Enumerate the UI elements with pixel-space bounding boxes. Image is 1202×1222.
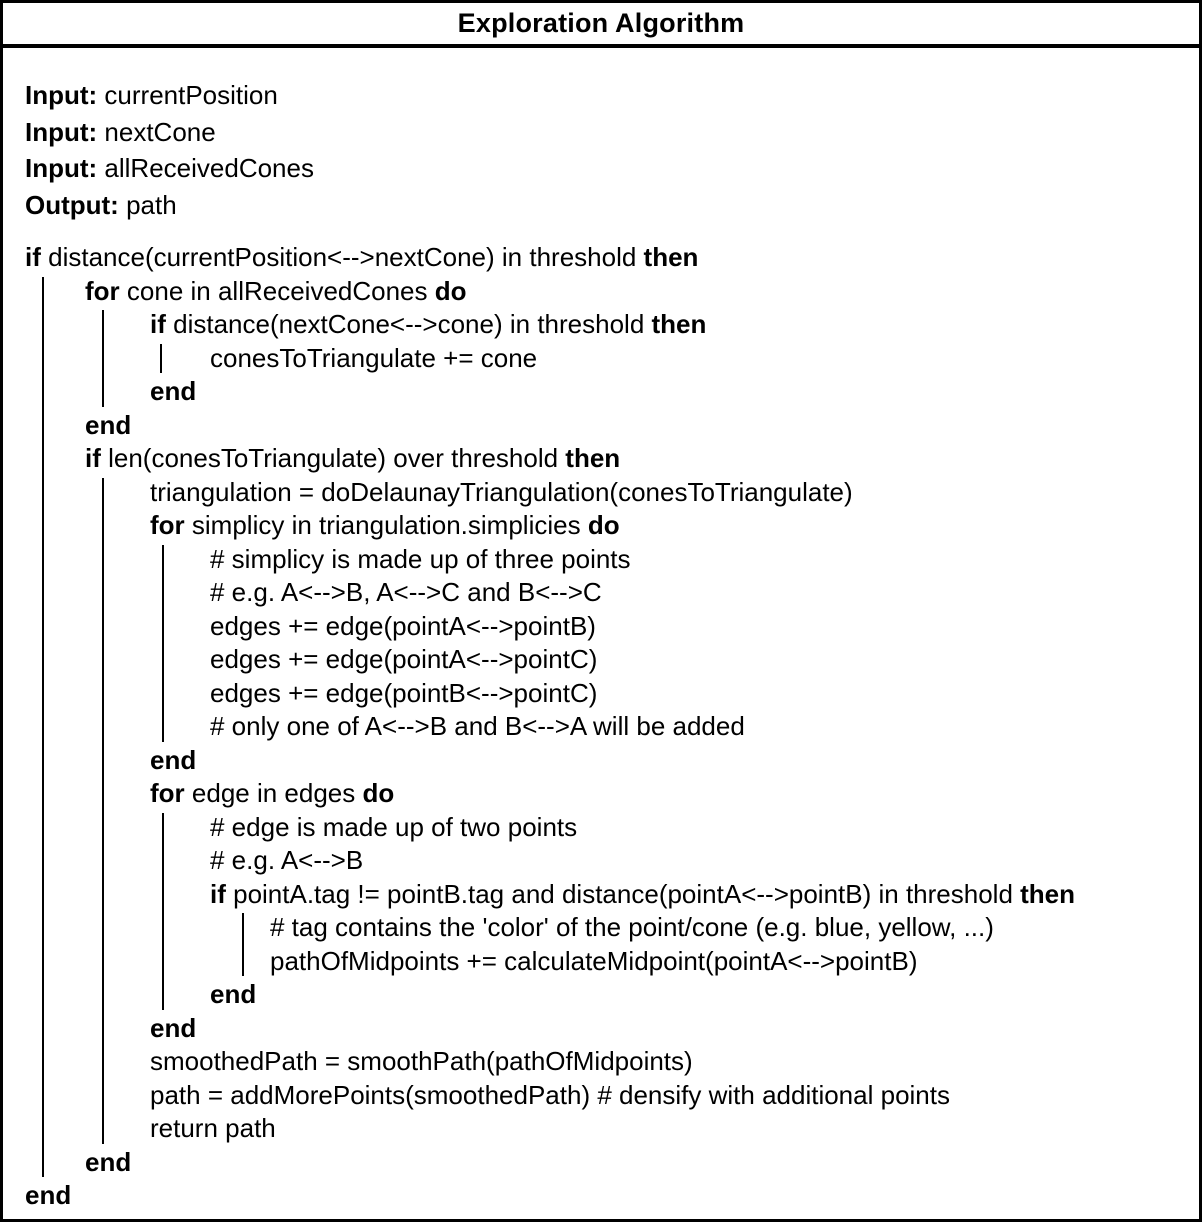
code-line: end <box>150 375 196 409</box>
code-text: # only one of A<-->B and B<-->A will be … <box>210 711 745 741</box>
code-line: # e.g. A<-->B <box>210 844 363 878</box>
code-line: end <box>150 1012 196 1046</box>
code-text: cone in allReceivedCones <box>119 275 435 306</box>
code-text: edges += edge(pointB<-->pointC) <box>210 677 598 708</box>
keyword-text: then <box>565 443 621 473</box>
keyword-text: end <box>150 744 197 775</box>
code-text: edges += edge(pointA<-->pointB) <box>210 610 596 641</box>
keyword-text: end <box>150 376 197 406</box>
keyword-text: if <box>150 309 166 339</box>
scope-indent-line <box>242 913 244 976</box>
code-line: if len(conesToTriangulate) over threshol… <box>85 442 620 476</box>
keyword-text: if <box>210 878 226 909</box>
code-line: for edge in edges do <box>150 777 394 811</box>
keyword-text: then <box>651 309 707 339</box>
code-line: # edge is made up of two points <box>210 811 577 845</box>
code-line: triangulation = doDelaunayTriangulation(… <box>150 476 853 510</box>
code-text: currentPosition <box>97 80 278 110</box>
code-text: # e.g. A<-->B, A<-->C and B<-->C <box>210 577 602 607</box>
code-line: smoothedPath = smoothPath(pathOfMidpoint… <box>150 1045 693 1079</box>
code-line: # only one of A<-->B and B<-->A will be … <box>210 710 745 744</box>
code-text: return path <box>150 1113 276 1143</box>
code-text: path = addMorePoints(smoothedPath) # den… <box>150 1079 950 1110</box>
scope-indent-line <box>162 544 164 742</box>
keyword-text: do <box>434 275 467 306</box>
code-text: distance(currentPosition<-->nextCone) in… <box>40 242 644 272</box>
scope-indent-line <box>42 276 44 1177</box>
code-line: for simplicy in triangulation.simplicies… <box>150 509 620 543</box>
code-line: end <box>85 409 131 443</box>
code-line: edges += edge(pointB<-->pointC) <box>210 677 597 711</box>
code-text: pointA.tag != pointB.tag and distance(po… <box>225 878 1021 909</box>
code-text: pathOfMidpoints += calculateMidpoint(poi… <box>270 945 918 976</box>
keyword-text: for <box>150 778 185 808</box>
code-line: # tag contains the 'color' of the point/… <box>270 911 994 945</box>
scope-indent-line <box>102 477 104 1144</box>
code-text: simplicy in triangulation.simplicies <box>184 510 588 540</box>
scope-indent-line <box>102 310 104 407</box>
code-text: triangulation = doDelaunayTriangulation(… <box>150 476 853 507</box>
code-line: edges += edge(pointA<-->pointC) <box>210 643 597 677</box>
code-line: # simplicy is made up of three points <box>210 543 631 577</box>
io-line: Output: path <box>25 189 177 223</box>
code-line: edges += edge(pointA<-->pointB) <box>210 610 596 644</box>
keyword-text: then <box>1020 878 1076 909</box>
code-text: # tag contains the 'color' of the point/… <box>270 912 994 942</box>
code-line: pathOfMidpoints += calculateMidpoint(poi… <box>270 945 917 979</box>
keyword-text: end <box>210 979 257 1009</box>
code-line: conesToTriangulate += cone <box>210 342 537 376</box>
keyword-text: end <box>25 1180 72 1210</box>
keyword-text: do <box>587 510 620 540</box>
code-text: allReceivedCones <box>97 153 314 183</box>
code-line: path = addMorePoints(smoothedPath) # den… <box>150 1079 950 1113</box>
code-text: # edge is made up of two points <box>210 811 578 842</box>
keyword-text: end <box>85 1146 132 1177</box>
code-line: return path <box>150 1112 276 1146</box>
keyword-text: end <box>85 409 132 440</box>
code-line: if distance(nextCone<-->cone) in thresho… <box>150 308 706 342</box>
keyword-text: Input: <box>25 116 98 147</box>
code-line: end <box>85 1146 131 1180</box>
keyword-text: for <box>85 275 120 306</box>
io-line: Input: currentPosition <box>25 79 278 113</box>
code-text: path <box>118 189 177 220</box>
algorithm-title: Exploration Algorithm <box>3 3 1199 48</box>
io-line: Input: allReceivedCones <box>25 152 314 186</box>
keyword-text: then <box>643 242 699 272</box>
code-line: for cone in allReceivedCones do <box>85 275 467 309</box>
keyword-text: if <box>25 242 41 272</box>
code-text: # simplicy is made up of three points <box>210 543 631 574</box>
code-text: conesToTriangulate += cone <box>210 342 538 373</box>
keyword-text: Input: <box>25 80 98 110</box>
code-line: if pointA.tag != pointB.tag and distance… <box>210 878 1075 912</box>
keyword-text: Input: <box>25 153 98 183</box>
code-line: if distance(currentPosition<-->nextCone)… <box>25 241 698 275</box>
code-text: distance(nextCone<-->cone) in threshold <box>165 309 652 339</box>
scope-indent-line <box>160 343 162 373</box>
code-text: smoothedPath = smoothPath(pathOfMidpoint… <box>150 1046 693 1076</box>
code-line: # e.g. A<-->B, A<-->C and B<-->C <box>210 576 602 610</box>
keyword-text: for <box>150 510 185 540</box>
keyword-text: end <box>150 1012 197 1043</box>
code-line: end <box>150 744 196 778</box>
keyword-text: if <box>85 443 101 473</box>
code-text: # e.g. A<-->B <box>210 845 364 875</box>
code-text: edges += edge(pointA<-->pointC) <box>210 644 598 674</box>
scope-indent-line <box>162 812 164 1010</box>
code-line: end <box>25 1179 71 1213</box>
code-text: len(conesToTriangulate) over threshold <box>100 443 566 473</box>
code-line: end <box>210 978 256 1012</box>
keyword-text: do <box>362 778 395 808</box>
keyword-text: Output: <box>25 189 119 220</box>
code-text: edge in edges <box>184 778 363 808</box>
code-text: nextCone <box>97 116 216 147</box>
io-line: Input: nextCone <box>25 116 216 150</box>
